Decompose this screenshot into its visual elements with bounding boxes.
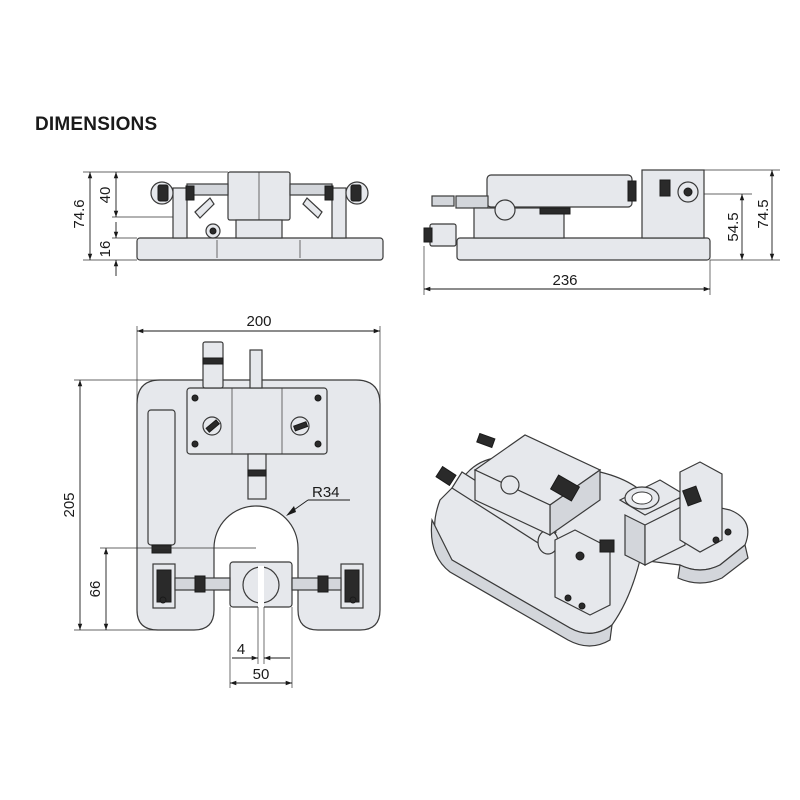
dim-top-slot-width: 4 (237, 641, 245, 658)
dim-front-total-height: 74.6 (71, 199, 88, 228)
front-view (83, 171, 384, 276)
dim-top-height: 205 (61, 492, 78, 517)
dim-side-height-total: 74.5 (755, 199, 772, 228)
dim-top-lower-height: 66 (87, 581, 104, 598)
top-view (74, 326, 381, 688)
page-title: DIMENSIONS (35, 114, 158, 135)
dim-top-cutout-radius: R34 (312, 484, 340, 501)
dim-front-upper-height: 40 (97, 187, 114, 204)
isometric-view (430, 432, 749, 647)
side-view (423, 169, 780, 295)
dim-top-clamp-width: 50 (253, 666, 270, 683)
dim-side-height-inner: 54.5 (725, 212, 742, 241)
dim-front-base-height: 16 (97, 241, 114, 258)
dim-side-width: 236 (552, 272, 577, 289)
dim-top-width: 200 (246, 313, 271, 330)
